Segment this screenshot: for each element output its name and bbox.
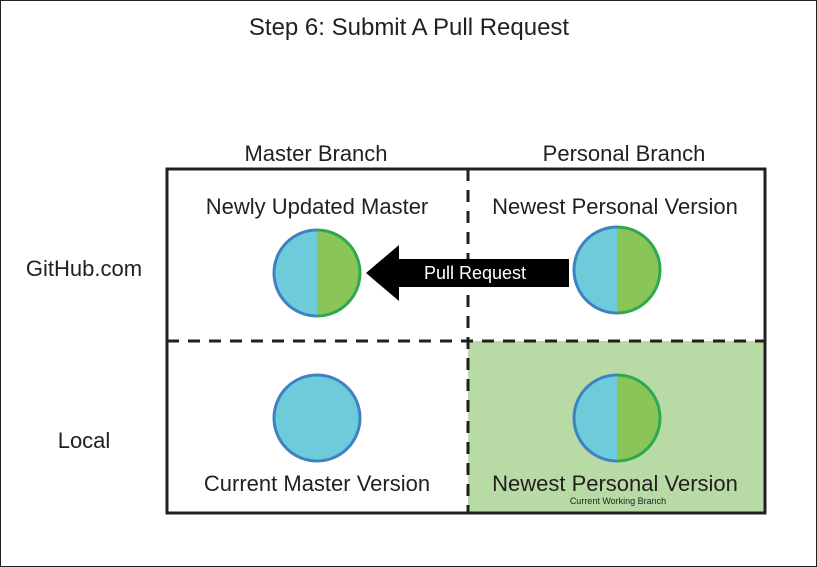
- diagram-title: Step 6: Submit A Pull Request: [249, 14, 570, 41]
- cell-label-local-personal: Newest Personal Version: [492, 471, 738, 496]
- column-header-master: Master Branch: [244, 141, 387, 166]
- cell-label-github-master: Newly Updated Master: [206, 194, 429, 219]
- version-circle-local-personal: [572, 373, 662, 463]
- cell-label-local-master: Current Master Version: [204, 471, 430, 496]
- pull-request-arrow: [366, 245, 569, 301]
- version-circle-local-master: [272, 373, 362, 463]
- cell-sublabel-current-working: Current Working Branch: [570, 496, 666, 506]
- version-circle-github-personal: [572, 225, 662, 315]
- column-header-personal: Personal Branch: [543, 141, 706, 166]
- cell-label-github-personal: Newest Personal Version: [492, 194, 738, 219]
- row-header-github: GitHub.com: [26, 256, 142, 281]
- row-header-local: Local: [58, 428, 111, 453]
- pull-request-label: Pull Request: [424, 263, 526, 283]
- version-circle-github-master: [272, 228, 362, 318]
